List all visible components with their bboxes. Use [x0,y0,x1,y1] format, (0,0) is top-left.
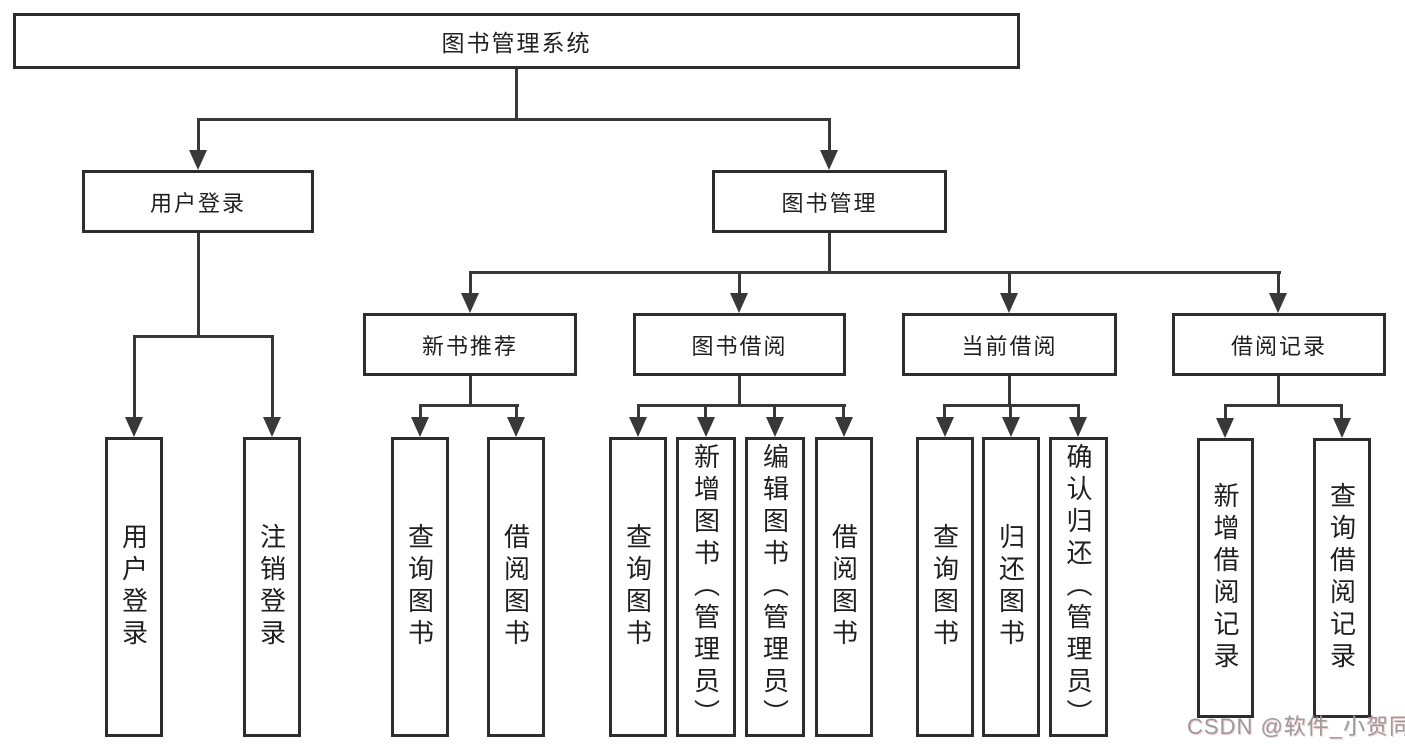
arrowhead-cb-return [1002,417,1020,437]
connector-cb-crossbar [944,404,1080,407]
arrowhead-user-login [189,150,207,170]
node-book-borrowing: 图书借阅 [633,313,846,376]
connector-to-cb-confirm [1077,404,1080,420]
connector-br-crossbar [1224,404,1343,407]
connector-userlogin-crossbar [133,335,274,338]
arrowhead-cb-query [936,417,954,437]
connector-to-br-add [1224,404,1227,421]
connector-to-book-borrow [738,271,741,295]
leaf-query-books-recommend: 查询图书 [391,437,449,737]
connector-to-bb-edit [773,404,776,420]
connector-to-book-mgmt [828,118,831,154]
connector-to-br-query [1340,404,1343,421]
connector-to-new-book-rec [469,271,472,295]
connector-to-cb-return [1009,404,1012,420]
connector-to-user-login [197,118,200,154]
connector-to-borrow-records [1277,271,1280,295]
arrowhead-br-add [1216,418,1234,438]
leaf-logout: 注销登录 [243,437,301,737]
connector-to-leaf-logout [271,335,274,419]
connector-bookmgmt-stem [828,233,831,273]
watermark: CSDN @软件_小贺同学 [1187,714,1405,739]
connector-to-current-borrow [1008,271,1011,295]
leaf-confirm-return-admin: 确认归还（管理员） [1049,437,1108,737]
arrowhead-nb-borrow [507,417,525,437]
arrowhead-bb-edit [766,417,784,437]
leaf-user-login: 用户登录 [105,437,163,737]
connector-userlogin-stem [197,233,200,337]
node-user-login: 用户登录 [82,170,314,233]
arrowhead-bb-query [629,417,647,437]
connector-to-leaf-user-login [133,335,136,419]
leaf-add-books-admin: 新增图书（管理员） [676,437,736,737]
connector-to-bb-borrow [842,404,845,420]
connector-to-bb-add [704,404,707,420]
node-book-management: 图书管理 [712,170,947,233]
node-library-management-system: 图书管理系统 [13,13,1020,69]
connector-root-stem [515,69,518,121]
connector-to-cb-query [943,404,946,420]
connector-br-stem [1277,376,1280,406]
connector-nbr-stem [469,376,472,406]
arrowhead-book-borrow [730,293,748,313]
connector-to-nb-borrow [515,404,518,420]
connector-bookmgmt-crossbar [469,271,1281,274]
arrowhead-bb-borrow [835,417,853,437]
leaf-edit-books-admin: 编辑图书（管理员） [745,437,805,737]
connector-bb-stem [738,376,741,406]
arrowhead-br-query [1333,418,1351,438]
connector-root-crossbar [197,118,831,121]
leaf-borrow-books: 借阅图书 [815,437,873,737]
node-borrow-records: 借阅记录 [1172,313,1386,376]
leaf-query-borrow-record: 查询借阅记录 [1313,438,1371,718]
node-new-book-recommend: 新书推荐 [363,313,577,376]
leaf-query-books-current: 查询图书 [916,437,974,737]
arrowhead-current-borrow [1000,293,1018,313]
arrowhead-leaf-user-login [125,417,143,437]
connector-nbr-crossbar [419,404,519,407]
connector-bb-crossbar [637,404,846,407]
arrowhead-borrow-records [1269,293,1287,313]
arrowhead-bb-add [697,417,715,437]
connector-to-bb-query [637,404,640,420]
leaf-borrow-books-recommend: 借阅图书 [487,437,545,737]
arrowhead-nb-query [411,417,429,437]
arrowhead-new-book-rec [461,293,479,313]
arrowhead-leaf-logout [263,417,281,437]
arrowhead-cb-confirm [1069,417,1087,437]
leaf-query-books-borrowing: 查询图书 [609,437,667,737]
connector-cb-stem [1008,376,1011,406]
leaf-add-borrow-record: 新增借阅记录 [1197,438,1254,718]
connector-to-nb-query [419,404,422,420]
node-current-borrowing: 当前借阅 [902,313,1117,376]
leaf-return-books: 归还图书 [982,437,1040,737]
arrowhead-book-mgmt [820,150,838,170]
